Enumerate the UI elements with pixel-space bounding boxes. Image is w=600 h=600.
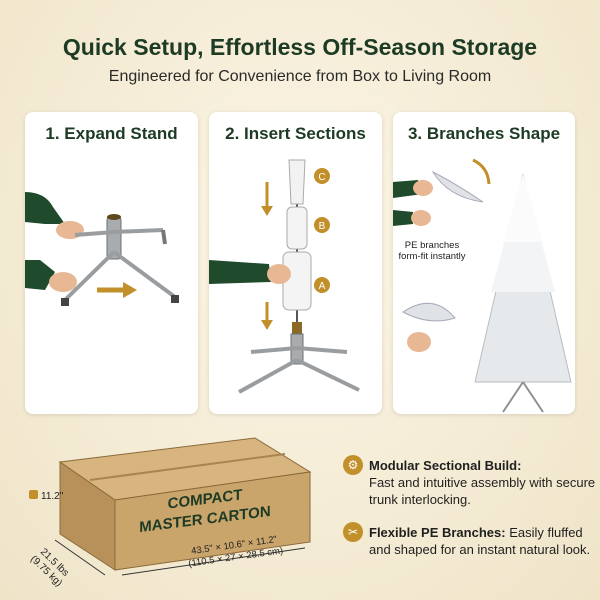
sleeve-lower (25, 260, 55, 290)
hand (267, 264, 291, 284)
stand-illustration (25, 192, 179, 306)
arrow-right-icon (97, 282, 137, 298)
sleeve-upper (25, 192, 65, 224)
section-badge-b: B (314, 217, 330, 233)
arrow-down-icon (261, 182, 273, 216)
step-panel-expand-stand: 1. Expand Stand (25, 112, 198, 414)
tree-illustration (393, 158, 572, 413)
branch-note: PE branches form-fit instantly (398, 240, 466, 262)
leaf-icon: ✂ (343, 522, 363, 542)
gear-icon: ⚙ (343, 455, 363, 475)
svg-text:C: C (318, 172, 325, 183)
carton-height: 11.2" (29, 490, 63, 502)
section-badge-c: C (314, 168, 330, 184)
page-subtitle: Engineered for Convenience from Box to L… (108, 68, 492, 85)
step-title: 2. Insert Sections (225, 124, 366, 143)
hand-lower (49, 272, 77, 292)
sections-illustration: C B A (209, 159, 360, 394)
svg-text:A: A (319, 281, 326, 292)
step-panel-insert-sections: 2. Insert Sections C B A (209, 112, 382, 414)
carton-illustration (0, 430, 330, 600)
step-panel-branches-shape: 3. Branches Shape PE branches form-fit i… (393, 112, 575, 414)
page-title: Quick Setup, Effortless Off-Season Stora… (62, 34, 538, 60)
arrow-down-icon (261, 302, 273, 330)
step-title: 1. Expand Stand (45, 124, 178, 143)
sleeve (209, 260, 271, 284)
step-title: 3. Branches Shape (407, 124, 561, 143)
curved-arrow-icon (472, 158, 491, 185)
weight-icon (29, 490, 38, 499)
section-badge-a: A (314, 277, 330, 293)
svg-text:B: B (319, 221, 326, 232)
